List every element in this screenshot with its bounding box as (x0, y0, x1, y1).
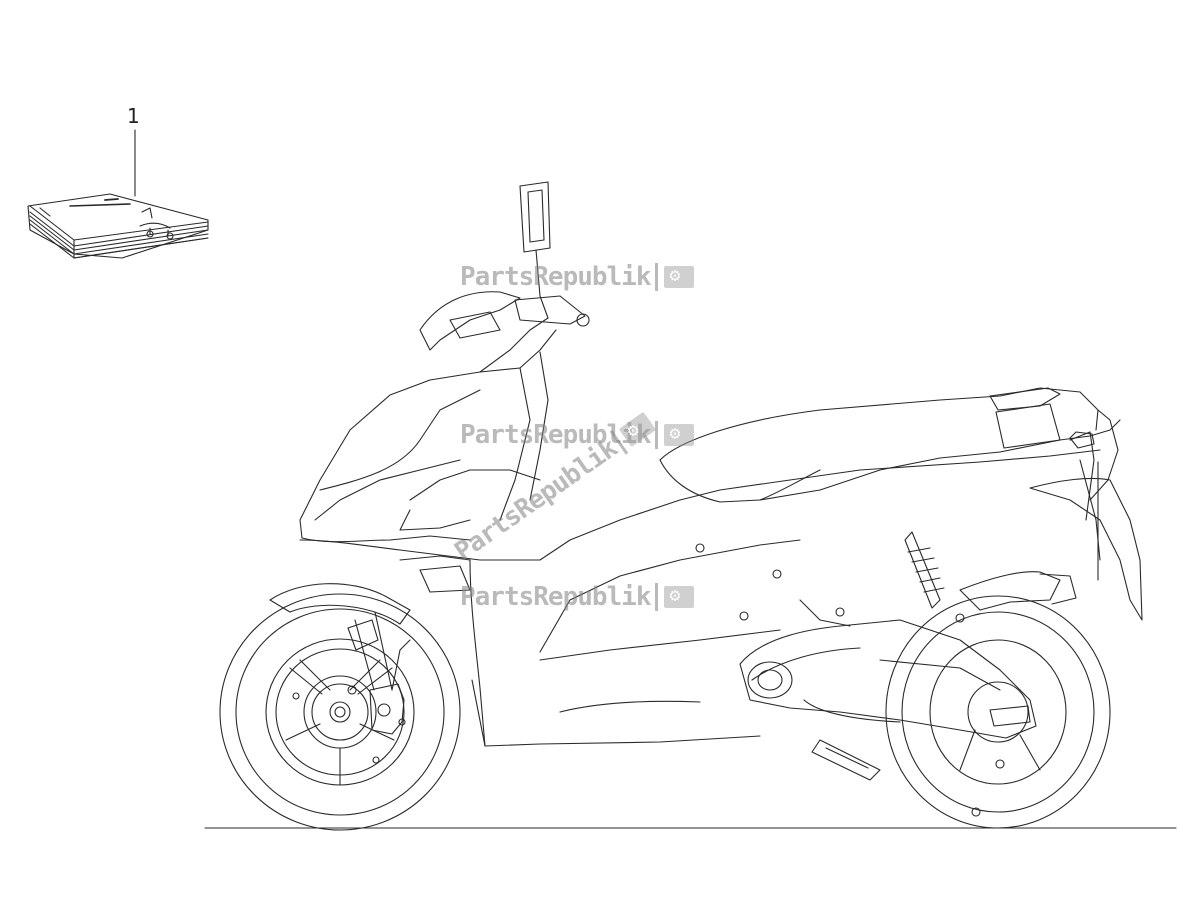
callout-number-1: 1 (127, 104, 140, 128)
scooter-drawing (219, 181, 1143, 831)
owners-manual-booklet (27, 193, 209, 259)
